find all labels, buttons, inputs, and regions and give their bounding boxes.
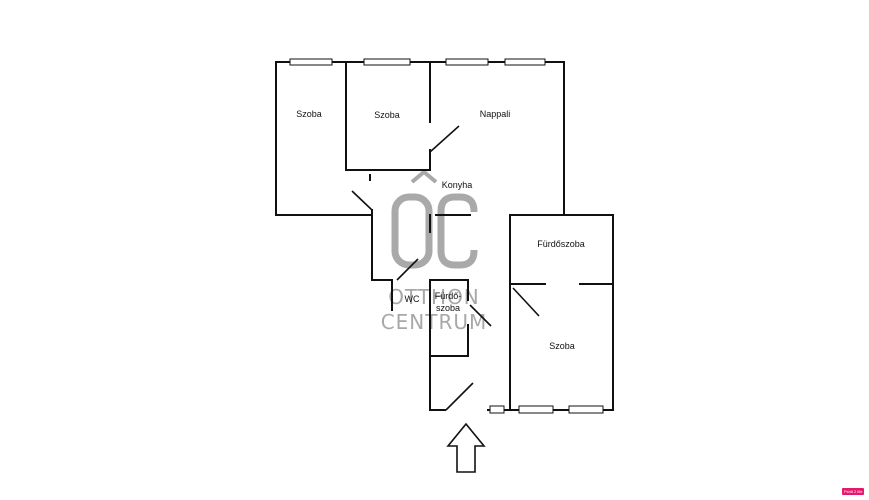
window: [489, 405, 505, 414]
room-label-wc: WC: [405, 294, 420, 304]
watermark-line2: CENTRUM: [381, 310, 488, 334]
room-label-szoba-2: Szoba: [374, 110, 400, 120]
door-nappali: [429, 125, 460, 153]
doors: [351, 125, 540, 411]
window: [289, 58, 333, 66]
watermark-letter-c: [437, 193, 478, 269]
room-labels: Szoba Szoba Nappali Konyha Fürdőszoba WC…: [296, 109, 585, 351]
door-szoba-1: [351, 190, 373, 211]
watermark-line1: OTTHON: [388, 285, 480, 309]
watermark-accent: [410, 169, 438, 184]
door-furdo-small: [469, 304, 492, 327]
room-label-furdoszoba: Fürdőszoba: [537, 239, 585, 249]
window: [518, 405, 554, 414]
room-label-furdo-line1: Fürdő-: [435, 291, 462, 301]
watermark-letter-o: [391, 193, 433, 269]
room-label-szoba-1: Szoba: [296, 109, 322, 119]
walls: [275, 61, 614, 411]
room-label-szoba-3: Szoba: [549, 341, 575, 351]
entrance-arrow-icon: [446, 422, 486, 473]
window: [568, 405, 604, 414]
corner-badge: Pshtl 2 life: [842, 488, 865, 495]
door-entrance: [445, 382, 474, 411]
window: [363, 58, 411, 66]
otthon-centrum-watermark: OTTHON CENTRUM: [381, 169, 488, 334]
window: [445, 58, 489, 66]
room-label-furdo-line2: szoba: [436, 303, 460, 313]
door-wc: [396, 258, 419, 281]
door-szoba-3: [512, 287, 540, 317]
room-label-konyha: Konyha: [442, 180, 473, 190]
windows: [289, 58, 604, 414]
window: [504, 58, 546, 66]
room-label-nappali: Nappali: [480, 109, 511, 119]
